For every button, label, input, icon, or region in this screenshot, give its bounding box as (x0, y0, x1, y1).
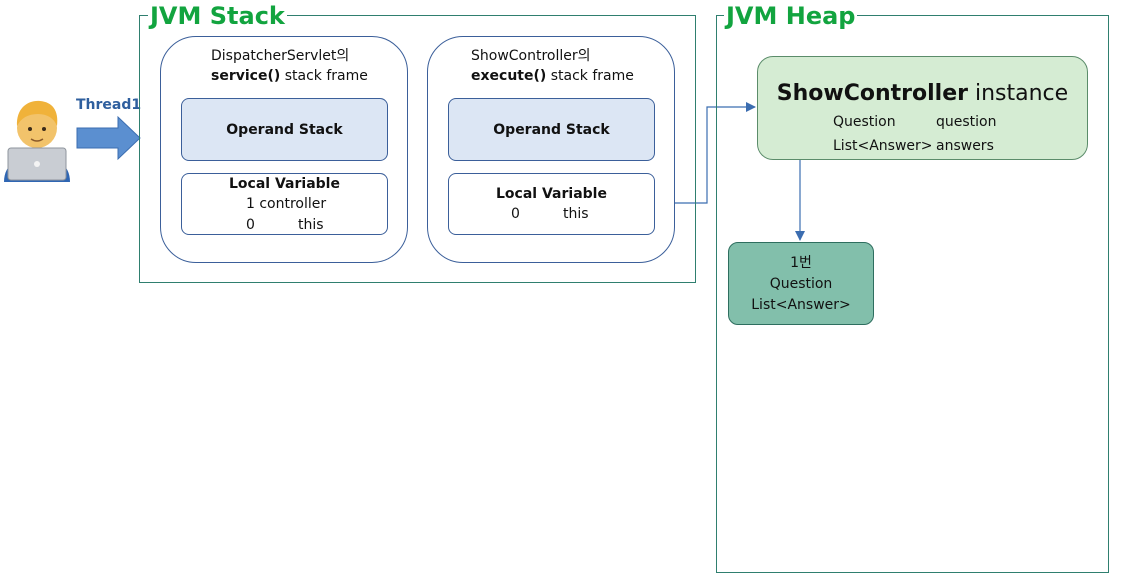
local-variable-slot-0-index: 0 (246, 217, 255, 233)
frame-owner: DispatcherServlet의 (211, 48, 350, 64)
question-object-type: Question (769, 276, 833, 292)
frame-method-line: service() stack frame (211, 66, 407, 86)
jvm-heap-region (716, 15, 1109, 573)
thread-label: Thread1 (76, 97, 142, 113)
local-variable-table: Local Variable 1 controller 0 this (181, 173, 388, 235)
stack-frame-execute: ShowController의 execute() stack frame Op… (427, 36, 675, 263)
jvm-heap-title: JVM Heap (724, 2, 858, 30)
field-name: question (936, 114, 997, 130)
field-name: answers (936, 138, 994, 154)
frame-suffix: stack frame (546, 68, 634, 84)
instance-suffix: instance (968, 81, 1069, 106)
local-variable-table: Local Variable 0 this (448, 173, 655, 235)
local-variable-slot-0-index: 0 (511, 206, 520, 222)
local-variable-title: Local Variable (229, 176, 340, 192)
stack-frame-service: DispatcherServlet의 service() stack frame… (160, 36, 408, 263)
field-type: List<Answer> (833, 138, 933, 154)
frame-method: execute() (471, 68, 547, 84)
frame-title: ShowController의 execute() stack frame (471, 46, 674, 86)
frame-method-line: execute() stack frame (471, 66, 674, 86)
question-object-id: 1번 (790, 255, 812, 271)
local-variable-slot-0-name: this (298, 217, 324, 233)
question-object: 1번 Question List<Answer> (728, 242, 874, 325)
instance-title: ShowController instance (758, 81, 1087, 107)
reference-arrow-this (655, 102, 756, 204)
instance-class-name: ShowController (776, 81, 968, 106)
jvm-stack-region (139, 15, 696, 283)
frame-title: DispatcherServlet의 service() stack frame (211, 46, 407, 86)
operand-stack: Operand Stack (181, 98, 388, 161)
showcontroller-instance: ShowController instance Question questio… (757, 56, 1088, 160)
thread-arrow (76, 115, 141, 161)
frame-method: service() (211, 68, 281, 84)
jvm-stack-title: JVM Stack (148, 2, 287, 30)
developer-with-laptop-icon (0, 96, 74, 182)
frame-suffix: stack frame (280, 68, 368, 84)
local-variable-title: Local Variable (496, 186, 607, 202)
question-object-field: List<Answer> (751, 297, 851, 313)
frame-owner: ShowController의 (471, 48, 591, 64)
local-variable-slot-0-name: this (563, 206, 589, 222)
field-type: Question (833, 114, 896, 130)
operand-stack: Operand Stack (448, 98, 655, 161)
local-variable-slot-1: 1 controller (246, 196, 327, 212)
